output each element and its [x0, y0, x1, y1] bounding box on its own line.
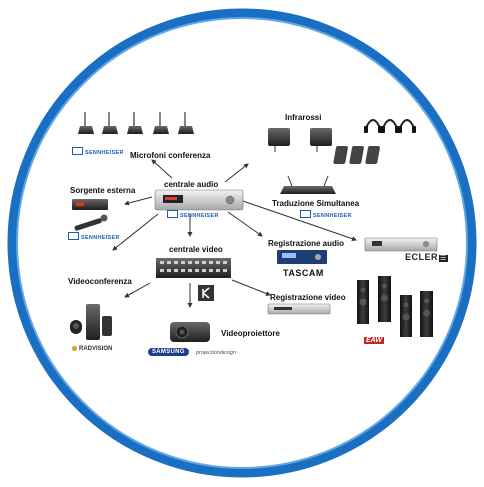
connection-arrows [112, 159, 357, 308]
label-registrazione-audio: Registrazione audio [268, 239, 345, 248]
tascam-logo: TASCAM [283, 268, 324, 278]
video-recorder [267, 303, 331, 315]
eaw-logo: EAW [364, 337, 384, 344]
projectiondesign-logo: projectiondesign [196, 350, 237, 356]
label-videoconferenza: Videoconferenza [68, 277, 132, 286]
label-sorgente-esterna: Sorgente esterna [70, 186, 136, 195]
kramer-logo [198, 285, 214, 301]
headphones-receivers [365, 119, 415, 129]
label-microfoni-conferenza: Microfoni conferenza [130, 151, 211, 160]
central-video-unit [156, 258, 231, 301]
sennheiser-logo-translation: SENNHEISER [300, 210, 352, 219]
label-traduzione-simultanea: Traduzione Simultanea [272, 199, 360, 208]
audio-recorder [277, 250, 327, 264]
outer-ring [7, 8, 477, 478]
sennheiser-logo-central-audio: SENNHEISER [167, 210, 219, 219]
label-registrazione-video: Registrazione video [270, 293, 346, 302]
infrared-radiators [268, 128, 332, 152]
external-source-devices [72, 199, 108, 231]
inner-ring-highlight [16, 17, 468, 469]
label-centrale-audio: centrale audio [164, 180, 219, 189]
video-projector [170, 322, 210, 342]
eaw-speakers [357, 276, 433, 337]
samsung-logo: SAMSUNG [148, 348, 189, 356]
radvision-logo: RADVISION [72, 346, 112, 352]
ecler-badge: ☰ [439, 255, 448, 262]
translation-console [280, 175, 336, 194]
label-infrarossi: Infrarossi [285, 113, 322, 122]
videoconference-unit [70, 304, 112, 340]
sennheiser-logo-source: SENNHEISER [68, 232, 120, 241]
ecler-amplifier [364, 237, 438, 252]
ecler-logo: ECLER☰ [405, 252, 448, 262]
sennheiser-logo-microphones: SENNHEISER [72, 147, 124, 156]
label-centrale-video: centrale video [169, 245, 223, 254]
label-videoproiettore: Videoproiettore [221, 329, 280, 338]
ecler-logo-text: ECLER [405, 252, 439, 262]
central-audio-unit [154, 189, 244, 211]
conference-microphones [78, 112, 194, 134]
